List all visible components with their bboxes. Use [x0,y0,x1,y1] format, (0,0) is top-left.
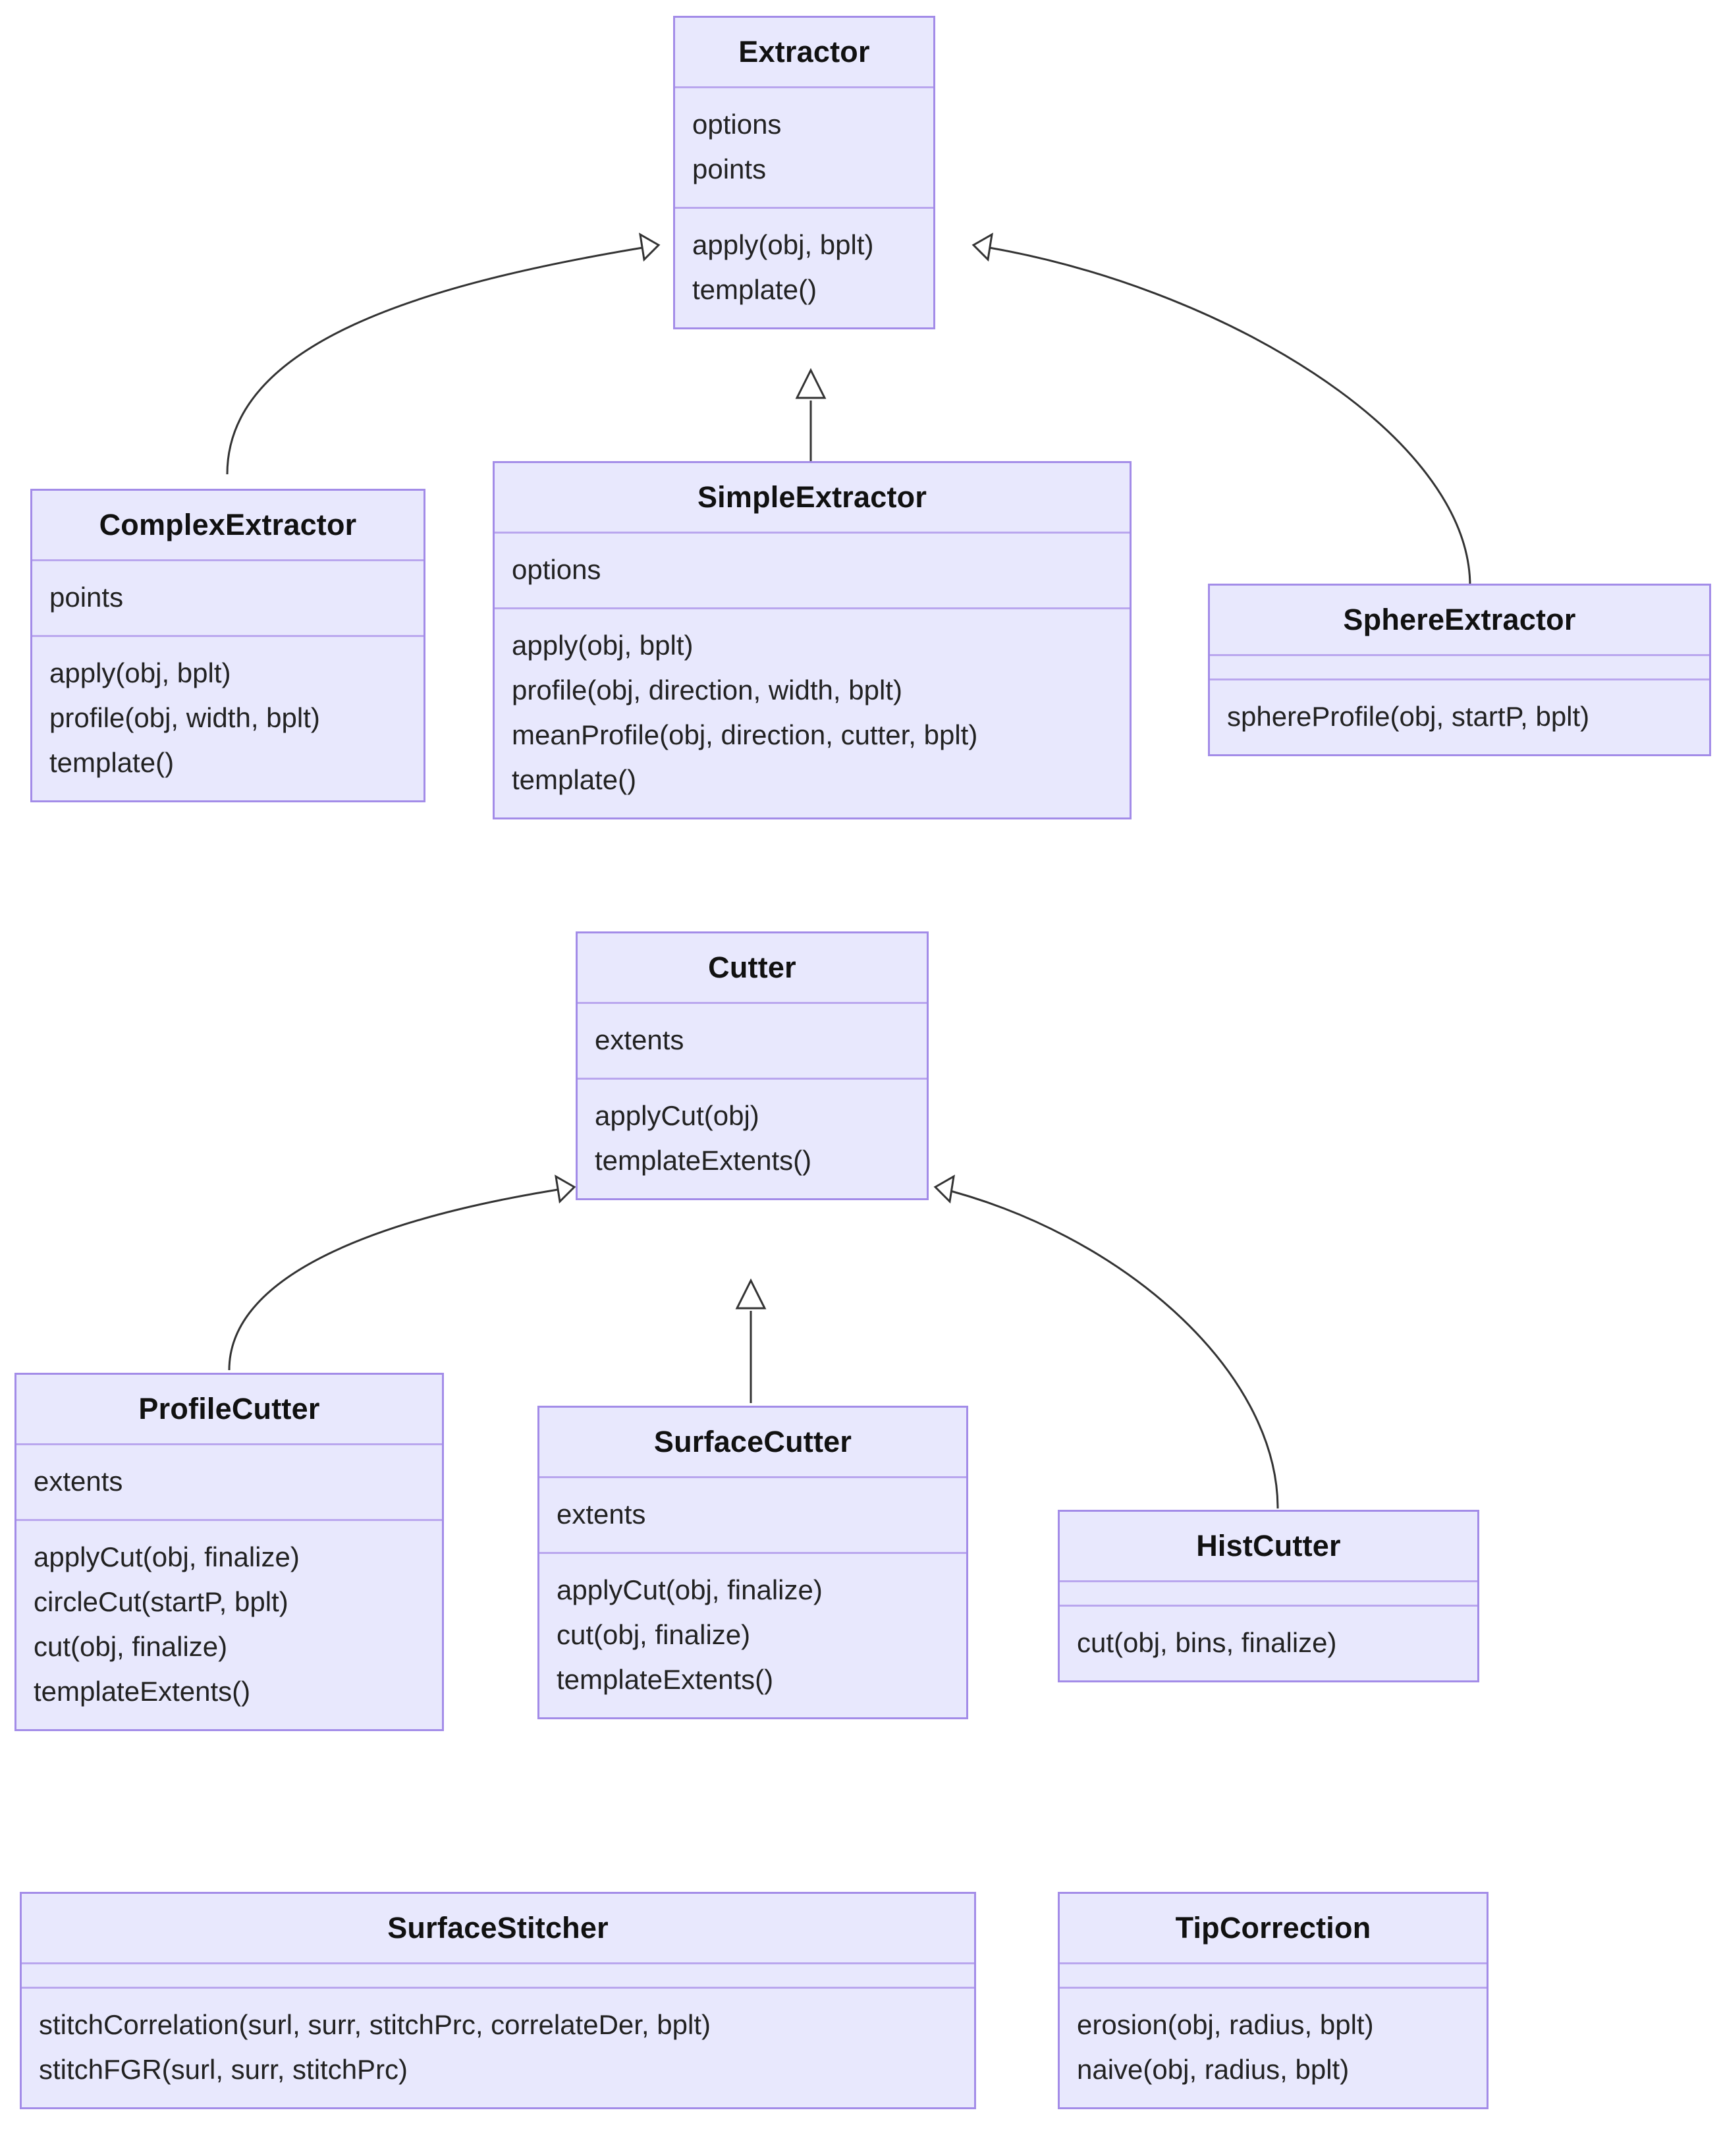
attributes-compartment-complex-extractor: points [32,561,423,635]
compartment-separator [32,634,423,637]
compartment-separator [495,607,1130,609]
attribute-row: points [692,153,767,184]
method-row: meanProfile(obj, direction, cutter, bplt… [512,719,978,750]
method-row: apply(obj, bplt) [512,629,694,661]
attributes-compartment-surface-cutter: extents [539,1478,966,1552]
class-title-simple-extractor: SimpleExtractor [697,480,927,514]
methods-compartment-complex-extractor: apply(obj, bplt) profile(obj, width, bpl… [32,637,423,800]
class-box-profile-cutter[interactable]: ProfileCutter extents applyCut(obj, fina… [14,1373,444,1731]
class-box-extractor[interactable]: Extractor options points apply(obj, bplt… [673,16,935,329]
edge-simple-extractor-to-extractor [795,368,827,461]
attribute-row: extents [557,1498,646,1530]
class-box-complex-extractor[interactable]: ComplexExtractor points apply(obj, bplt)… [30,489,425,802]
compartment-separator [675,206,933,209]
methods-compartment-surface-stitcher: stitchCorrelation(surl, surr, stitchPrc,… [22,1989,974,2107]
compartment-separator [1060,1962,1487,1964]
attributes-compartment-profile-cutter: extents [16,1445,442,1519]
class-box-tip-correction[interactable]: TipCorrection erosion(obj, radius, bplt)… [1058,1892,1489,2109]
attributes-compartment-cutter: extents [578,1004,927,1078]
class-box-surface-cutter[interactable]: SurfaceCutter extents applyCut(obj, fina… [537,1406,968,1719]
methods-compartment-cutter: applyCut(obj) templateExtents() [578,1080,927,1198]
method-row: profile(obj, width, bplt) [49,702,320,733]
method-row: templateExtents() [34,1675,251,1707]
methods-compartment-tip-correction: erosion(obj, radius, bplt) naive(obj, ra… [1060,1989,1487,2107]
compartment-separator [1060,1580,1477,1582]
class-title-tip-correction: TipCorrection [1175,1911,1371,1945]
methods-compartment-profile-cutter: applyCut(obj, finalize) circleCut(startP… [16,1521,442,1729]
class-title-extractor: Extractor [738,35,870,69]
method-row: stitchCorrelation(surl, surr, stitchPrc,… [39,2008,711,2040]
method-row: template() [512,763,637,795]
method-row: applyCut(obj) [595,1099,759,1131]
compartment-separator [1060,1604,1477,1607]
method-row: erosion(obj, radius, bplt) [1077,2008,1374,2040]
compartment-separator [16,1443,442,1445]
compartment-separator [539,1476,966,1478]
class-box-cutter[interactable]: Cutter extents applyCut(obj) templateExt… [576,931,929,1200]
class-box-simple-extractor[interactable]: SimpleExtractor options apply(obj, bplt)… [493,461,1132,819]
class-box-surface-stitcher[interactable]: SurfaceStitcher stitchCorrelation(surl, … [20,1892,976,2109]
class-title-surface-stitcher: SurfaceStitcher [387,1911,609,1945]
class-title-complex-extractor: ComplexExtractor [99,508,357,541]
method-row: template() [692,273,817,305]
method-row: templateExtents() [557,1663,774,1695]
method-row: cut(obj, bins, finalize) [1077,1626,1337,1658]
edge-profile-cutter-to-cutter [228,1175,576,1371]
methods-compartment-simple-extractor: apply(obj, bplt) profile(obj, direction,… [495,609,1130,817]
attributes-compartment-tip-correction [1060,1964,1487,1987]
method-row: applyCut(obj, finalize) [557,1574,823,1605]
attributes-compartment-sphere-extractor [1210,656,1709,678]
methods-compartment-hist-cutter: cut(obj, bins, finalize) [1060,1607,1477,1680]
compartment-separator [675,86,933,88]
method-row: templateExtents() [595,1144,812,1176]
methods-compartment-surface-cutter: applyCut(obj, finalize) cut(obj, finaliz… [539,1554,966,1717]
methods-compartment-extractor: apply(obj, bplt) template() [675,209,933,327]
compartment-separator [1060,1986,1487,1989]
class-box-sphere-extractor[interactable]: SphereExtractor sphereProfile(obj, start… [1208,584,1711,756]
attribute-row: points [49,581,124,613]
attribute-row: extents [34,1465,123,1497]
method-row: apply(obj, bplt) [49,657,231,688]
compartment-separator [16,1518,442,1521]
method-row: applyCut(obj, finalize) [34,1541,300,1572]
compartment-separator [1210,653,1709,656]
class-title-sphere-extractor: SphereExtractor [1343,603,1576,636]
attribute-row: options [692,108,782,140]
compartment-separator [32,559,423,561]
compartment-separator [578,1001,927,1004]
compartment-separator [539,1551,966,1554]
edge-surface-cutter-to-cutter [735,1278,767,1403]
compartment-separator [22,1962,974,1964]
class-box-hist-cutter[interactable]: HistCutter cut(obj, bins, finalize) [1058,1510,1479,1682]
method-row: apply(obj, bplt) [692,229,874,260]
compartment-separator [1210,678,1709,680]
method-row: stitchFGR(surl, surr, stitchPrc) [39,2053,408,2085]
attribute-row: options [512,553,601,585]
method-row: circleCut(startP, bplt) [34,1586,288,1617]
attributes-compartment-hist-cutter [1060,1582,1477,1605]
attributes-compartment-surface-stitcher [22,1964,974,1987]
class-title-hist-cutter: HistCutter [1196,1529,1341,1562]
method-row: naive(obj, radius, bplt) [1077,2053,1350,2085]
method-row: cut(obj, finalize) [34,1630,228,1662]
compartment-separator [578,1077,927,1080]
attributes-compartment-extractor: options points [675,88,933,207]
class-title-profile-cutter: ProfileCutter [138,1392,320,1425]
method-row: cut(obj, finalize) [557,1618,751,1650]
methods-compartment-sphere-extractor: sphereProfile(obj, startP, bplt) [1210,680,1709,754]
method-row: template() [49,746,175,778]
method-row: profile(obj, direction, width, bplt) [512,674,902,705]
compartment-separator [22,1986,974,1989]
edge-hist-cutter-to-cutter [933,1175,1279,1509]
attribute-row: extents [595,1024,684,1055]
compartment-separator [495,531,1130,534]
edge-complex-extractor-to-extractor [226,233,661,475]
class-title-surface-cutter: SurfaceCutter [653,1425,852,1458]
attributes-compartment-simple-extractor: options [495,534,1130,607]
class-title-cutter: Cutter [708,951,796,984]
method-row: sphereProfile(obj, startP, bplt) [1227,700,1590,732]
